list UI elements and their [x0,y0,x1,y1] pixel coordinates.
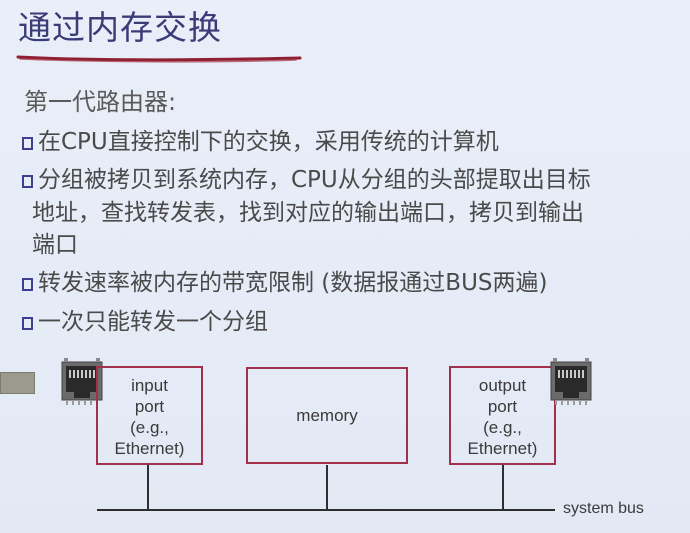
bullet-text: 在CPU直接控制下的交换，采用传统的计算机 [38,129,499,155]
bus-lines [97,465,555,511]
bullet-square-icon [22,278,33,291]
output-port-line: port [487,397,518,416]
bullet-text: 分组被拷贝到系统内存，CPU从分组的头部提取出目标 [38,167,591,193]
title-underline [16,55,302,63]
memory-label: memory [296,406,358,425]
output-port-box: output port (e.g., Ethernet) [449,366,556,465]
bullet-item: 转发速率被内存的带宽限制 (数据报通过BUS两遍) [22,268,547,298]
bullet-item: 在CPU直接控制下的交换，采用传统的计算机 [22,127,499,157]
input-port-box: input port (e.g., Ethernet) [96,366,203,465]
bullet-square-icon [22,137,33,150]
switching-diagram: input port (e.g., Ethernet) memory outpu… [0,340,690,533]
bullet-text: 一次只能转发一个分组 [38,309,268,335]
input-port-line: port [134,397,165,416]
ethernet-port-icon [550,358,592,405]
bullet-item: 分组被拷贝到系统内存，CPU从分组的头部提取出目标 [22,165,591,195]
bullet-square-icon [22,175,33,188]
page-title: 通过内存交换 [18,8,222,47]
ethernet-port-icon [61,358,103,405]
bullet-text: 转发速率被内存的带宽限制 (数据报通过BUS两遍) [38,270,548,296]
output-port-line: (e.g., [483,418,522,437]
system-bus-label: system bus [563,500,644,517]
bullet-continuation: 端口 [32,232,78,258]
output-port-line: Ethernet) [467,439,538,458]
subtitle: 第一代路由器: [24,88,177,116]
output-port-line: output [478,376,527,395]
bullet-item: 一次只能转发一个分组 [22,307,268,337]
bullet-square-icon [22,317,33,330]
input-port-line: Ethernet) [114,439,185,458]
input-port-line: (e.g., [130,418,169,437]
memory-box: memory [246,367,408,464]
input-port-line: input [131,376,168,395]
bullet-continuation: 地址，查找转发表，找到对应的输出端口，拷贝到输出 [32,200,584,226]
side-tab [0,372,35,394]
